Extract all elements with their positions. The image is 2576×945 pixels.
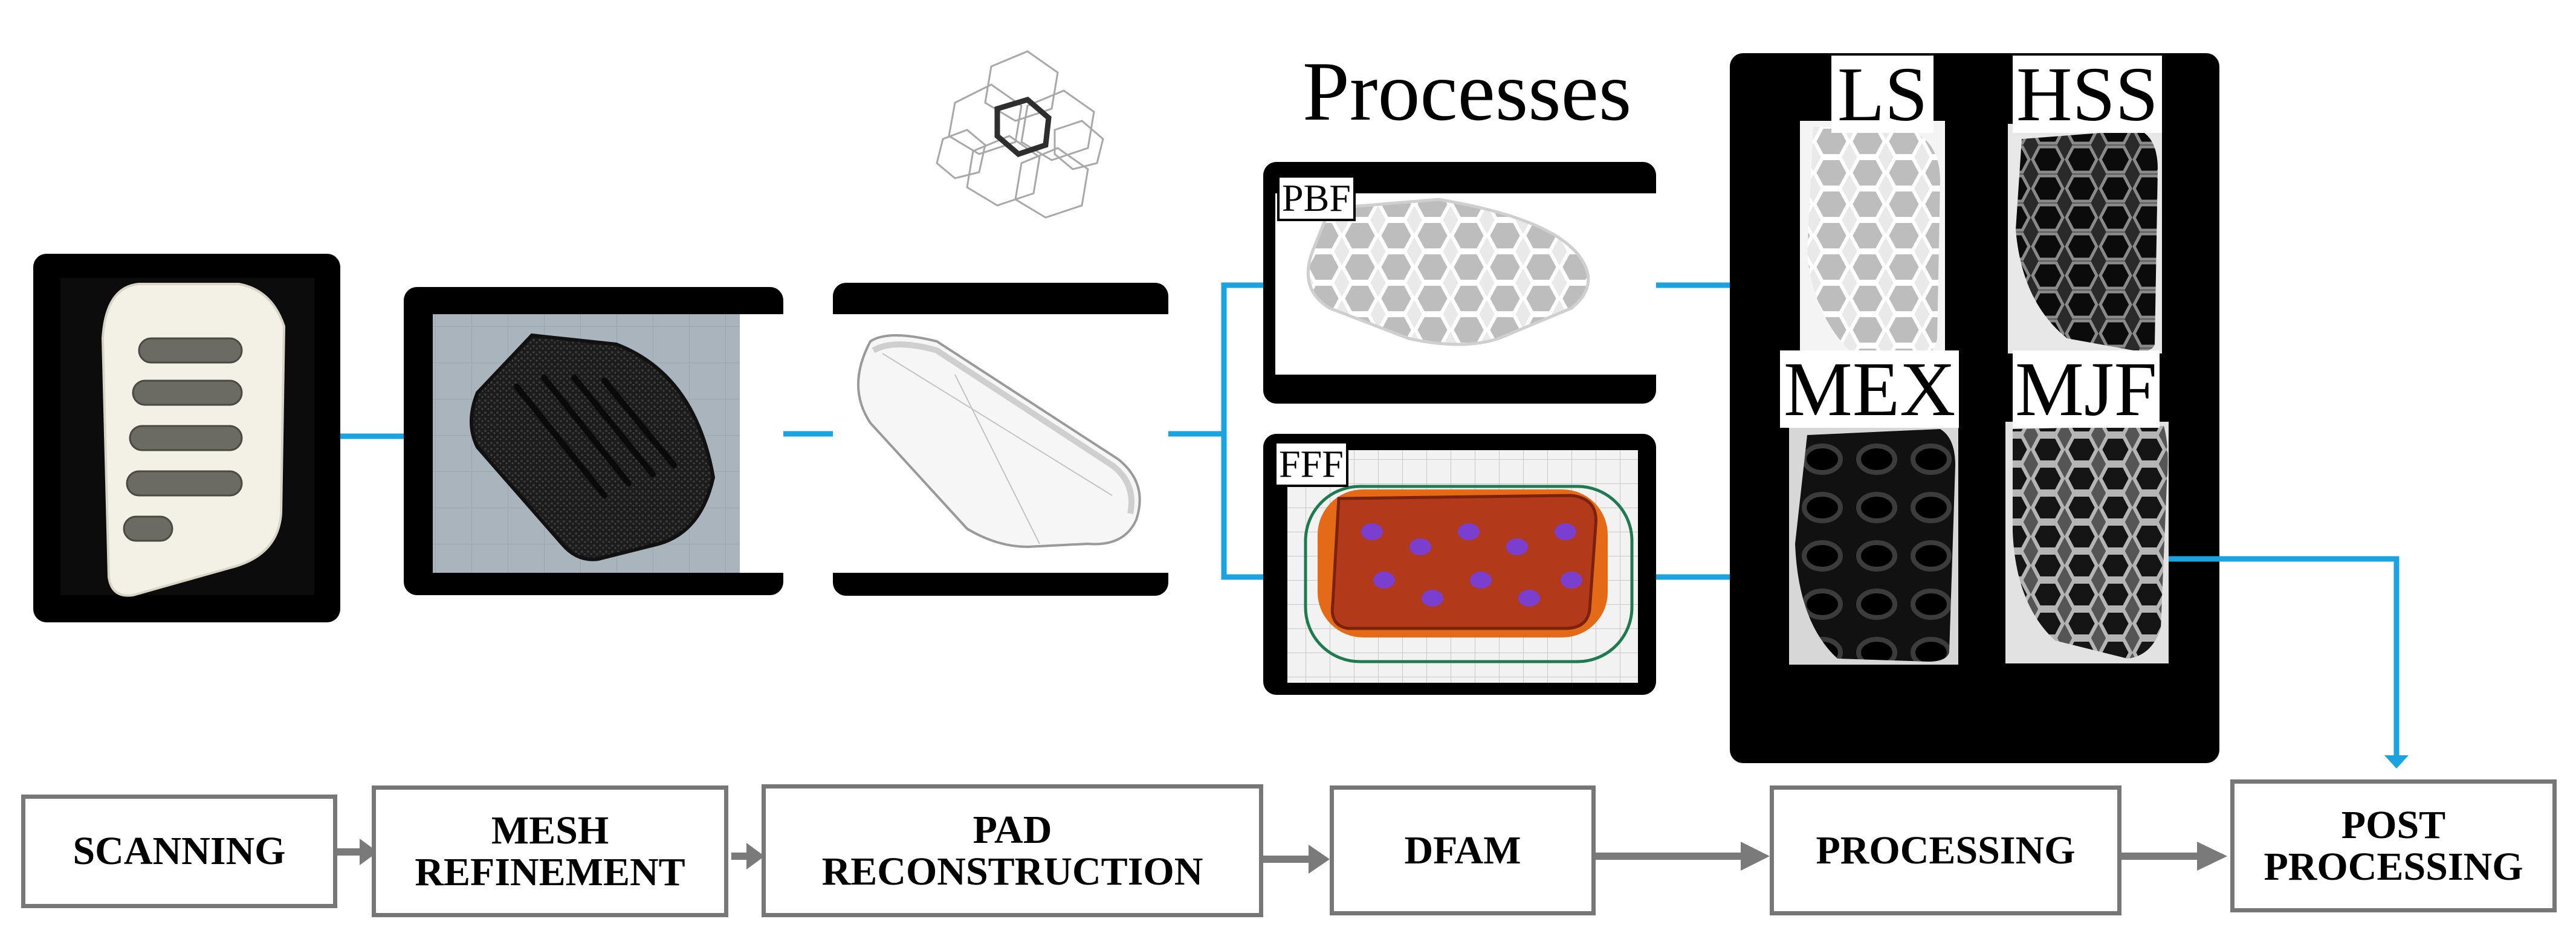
blue-connectors — [340, 282, 2400, 758]
step-dfam: DFAM — [1330, 785, 1596, 915]
pbf-process-panel — [1263, 162, 1698, 404]
mex-label: MEX — [1780, 350, 1960, 428]
mesh-refinement-panel — [404, 287, 783, 595]
technologies-panel — [1730, 53, 2219, 763]
step-pad-reconstruction-line2: RECONSTRUCTION — [821, 850, 1203, 894]
workflow-arrows — [335, 839, 2227, 874]
step-mesh-refinement-line2: REFINEMENT — [415, 850, 685, 894]
reconstructed-pad-wireframe — [857, 334, 1141, 549]
hss-sample-photo — [2016, 130, 2158, 352]
step-dfam-label: DFAM — [1404, 828, 1521, 872]
step-mesh-refinement: MESH REFINEMENT — [372, 785, 728, 917]
step-pad-reconstruction-line1: PAD — [972, 807, 1052, 852]
pbf-tag: PBF — [1277, 175, 1356, 221]
pbf-lattice-pad — [1306, 198, 1590, 346]
scanning-panel — [33, 254, 340, 622]
to-post-processing-arrowhead — [2384, 755, 2409, 769]
step-mesh-refinement-line1: MESH — [491, 808, 609, 853]
step-post-processing: POST PROCESSING — [2230, 779, 2557, 912]
mjf-sample-photo — [2013, 426, 2168, 659]
step-post-processing-line1: POST — [2341, 802, 2446, 847]
fff-sliced-pad — [1330, 494, 1597, 630]
fff-tag: FFF — [1274, 441, 1348, 487]
step-post-processing-line2: PROCESSING — [2264, 845, 2523, 889]
step-processing: PROCESSING — [1770, 785, 2121, 915]
pad-reconstruction-panel — [833, 283, 1168, 596]
mex-sample-photo — [1795, 429, 1955, 662]
step-pad-reconstruction: PAD RECONSTRUCTION — [762, 784, 1263, 917]
step-scanning-label: SCANNING — [73, 829, 286, 874]
processes-title: Processes — [1303, 45, 1632, 138]
step-scanning: SCANNING — [21, 795, 337, 908]
lattice-structure-icon — [936, 50, 1104, 219]
hss-label: HSS — [2013, 56, 2162, 133]
mjf-label: MJF — [2013, 350, 2160, 428]
ls-sample-photo — [1807, 127, 1940, 356]
mesh-pad-scan — [470, 333, 716, 561]
ls-label: LS — [1831, 56, 1934, 133]
fff-process-panel — [1263, 434, 1656, 695]
step-processing-label: PROCESSING — [1816, 828, 2076, 872]
